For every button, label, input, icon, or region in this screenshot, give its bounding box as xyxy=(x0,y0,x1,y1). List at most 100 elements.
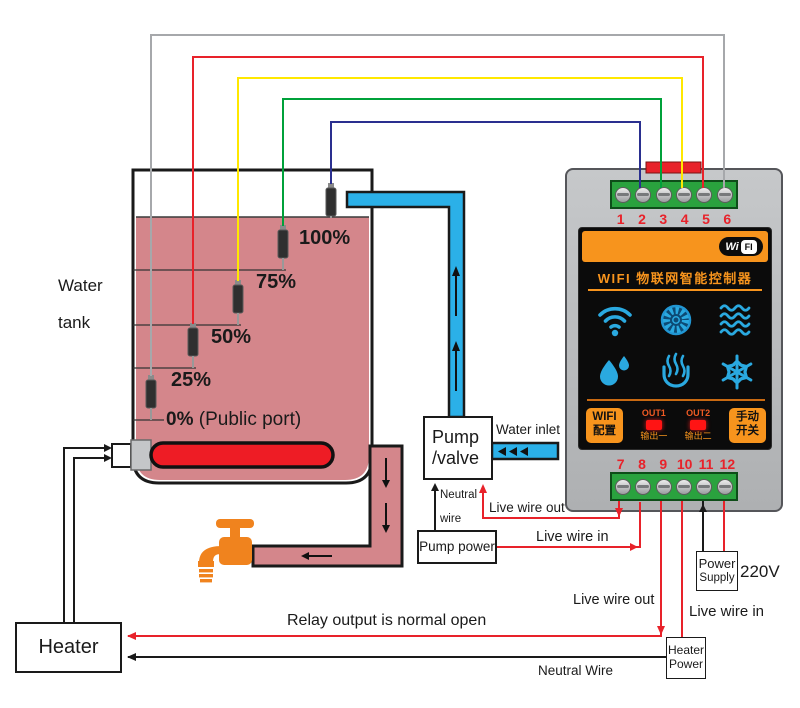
controller-display: Wi FI WIFI 物联网智能控制器 xyxy=(578,227,772,450)
terminal-number: 2 xyxy=(638,211,646,227)
wifi-config-label: WIFI xyxy=(592,411,617,424)
out1-label: OUT1 xyxy=(641,408,666,418)
fill-pipe xyxy=(345,190,466,419)
level-label-0-pct: 0% xyxy=(166,409,194,430)
power-supply-box: Power Supply xyxy=(696,551,738,591)
live-wire-out-heater-label: Live wire out xyxy=(573,592,655,608)
level-label-50: 50% xyxy=(211,326,252,348)
terminal-block-top xyxy=(610,180,738,209)
terminal-screw xyxy=(676,478,693,495)
inlet-flow-arrows xyxy=(498,447,528,456)
terminal-screw xyxy=(696,478,713,495)
wifi-controller-device: 1 2 3 4 5 6 Wi FI WIFI 物联网智能控制器 xyxy=(565,168,783,512)
drain-pipe xyxy=(251,444,404,568)
pump-valve-label-2: /valve xyxy=(432,448,480,468)
terminal-number: 9 xyxy=(659,456,668,472)
water-tank-label-2: tank xyxy=(58,313,91,332)
out2-sub-label: 输出二 xyxy=(684,431,712,441)
wifi-config-label-cn: 配置 xyxy=(593,425,616,437)
heater-power-label-1: Heater xyxy=(667,643,705,658)
relay-note-label: Relay output is normal open xyxy=(287,612,487,629)
terminal-number: 4 xyxy=(680,211,689,227)
terminal-number: 7 xyxy=(616,456,625,472)
heating-icon xyxy=(662,352,690,388)
probe-0 xyxy=(145,375,157,420)
live-wire-in-pump-label: Live wire in xyxy=(536,529,609,545)
pump-power-label: Pump power xyxy=(419,539,495,555)
level-label-100: 100% xyxy=(299,227,351,249)
level-label-75: 75% xyxy=(256,271,297,293)
probe-75 xyxy=(277,225,289,270)
wire-heater-element-1 xyxy=(63,447,105,622)
voltage-label: 220V xyxy=(740,562,780,581)
title-underline xyxy=(588,289,762,291)
power-supply-label-1: Power xyxy=(698,555,736,571)
terminal-screw xyxy=(615,478,632,495)
terminal-screw xyxy=(635,478,652,495)
terminal-number: 6 xyxy=(723,211,732,227)
heater-power-box: Heater Power xyxy=(666,637,706,679)
pump-power-box: Pump power xyxy=(417,530,497,564)
terminal-screw xyxy=(676,186,693,203)
fill-flow-arrows xyxy=(452,266,460,391)
neutral-wire-label: Neutral Wire xyxy=(538,663,614,678)
manual-switch-label2: 开关 xyxy=(735,425,759,437)
terminal-screw xyxy=(696,186,713,203)
terminal-number: 1 xyxy=(616,211,625,227)
level-label-0-suffix: (Public port) xyxy=(198,409,302,430)
terminal-screw xyxy=(655,186,672,203)
status-icon-grid xyxy=(584,294,768,398)
out2-label: OUT2 xyxy=(686,408,711,418)
out2-indicator: OUT2 输出二 xyxy=(685,409,712,441)
panel-title: WIFI 物联网智能控制器 xyxy=(597,271,753,286)
tank-water-fill xyxy=(136,217,369,480)
wifi-logo-fi: FI xyxy=(740,239,757,254)
level-label-0: 0% (Public port) xyxy=(166,409,301,431)
wifi-config-button[interactable]: WIFI 配置 xyxy=(586,407,623,443)
level-label-25: 25% xyxy=(171,369,212,391)
terminal-number: 11 xyxy=(698,456,714,472)
water-tank-label-1: Water xyxy=(58,276,103,295)
heater-power-label-2: Power xyxy=(668,657,703,671)
pump-valve-box: Pump /valve xyxy=(423,416,493,480)
impeller-icon xyxy=(660,304,692,336)
water-drops-icon xyxy=(599,356,629,386)
live-wire-in-heater-label: Live wire in xyxy=(689,603,765,620)
terminal-numbers-bottom: 7 8 9 10 11 12 xyxy=(610,457,738,471)
terminal-screw xyxy=(615,186,632,203)
wifi-logo-wi: Wi xyxy=(725,240,739,253)
power-supply-label-2: Supply xyxy=(699,571,735,584)
probe-25 xyxy=(187,323,199,368)
manual-switch-button[interactable]: 手动 开关 xyxy=(728,407,766,443)
terminal-number: 5 xyxy=(702,211,710,227)
terminal-screw xyxy=(716,186,733,203)
terminal-screw xyxy=(716,478,733,495)
terminal-number: 8 xyxy=(638,456,646,472)
drain-flow-arrows xyxy=(301,458,390,560)
heater-label: Heater xyxy=(38,636,99,658)
heater-box: Heater xyxy=(15,622,122,673)
terminal-block-bottom xyxy=(610,472,738,501)
wifi-brand-logo: Wi FI xyxy=(719,237,763,256)
terminal-number: 10 xyxy=(676,456,693,472)
out1-led xyxy=(645,420,662,430)
water-tank-body xyxy=(131,168,374,485)
water-inlet-label: Water inlet xyxy=(496,422,561,437)
faucet-icon xyxy=(198,519,254,583)
heating-element xyxy=(111,439,335,471)
manual-switch-label: 手动 xyxy=(735,411,759,424)
wifi-signal-icon xyxy=(597,306,632,337)
orange-header-band: Wi FI xyxy=(582,231,768,262)
panel-button-row: WIFI 配置 OUT1 输出一 OUT2 输出二 手动 开关 xyxy=(586,404,766,446)
terminal-number: 12 xyxy=(719,456,736,472)
wire-heater-element-2 xyxy=(73,457,105,622)
pump-neutral-label-2: wire xyxy=(440,513,462,525)
out2-led xyxy=(690,420,707,430)
waves-icon xyxy=(719,304,751,336)
panel-separator xyxy=(587,399,765,401)
probe-100 xyxy=(325,183,337,218)
out1-sub-label: 输出一 xyxy=(640,431,668,441)
probe-50 xyxy=(232,280,244,325)
terminal-screw xyxy=(655,478,672,495)
